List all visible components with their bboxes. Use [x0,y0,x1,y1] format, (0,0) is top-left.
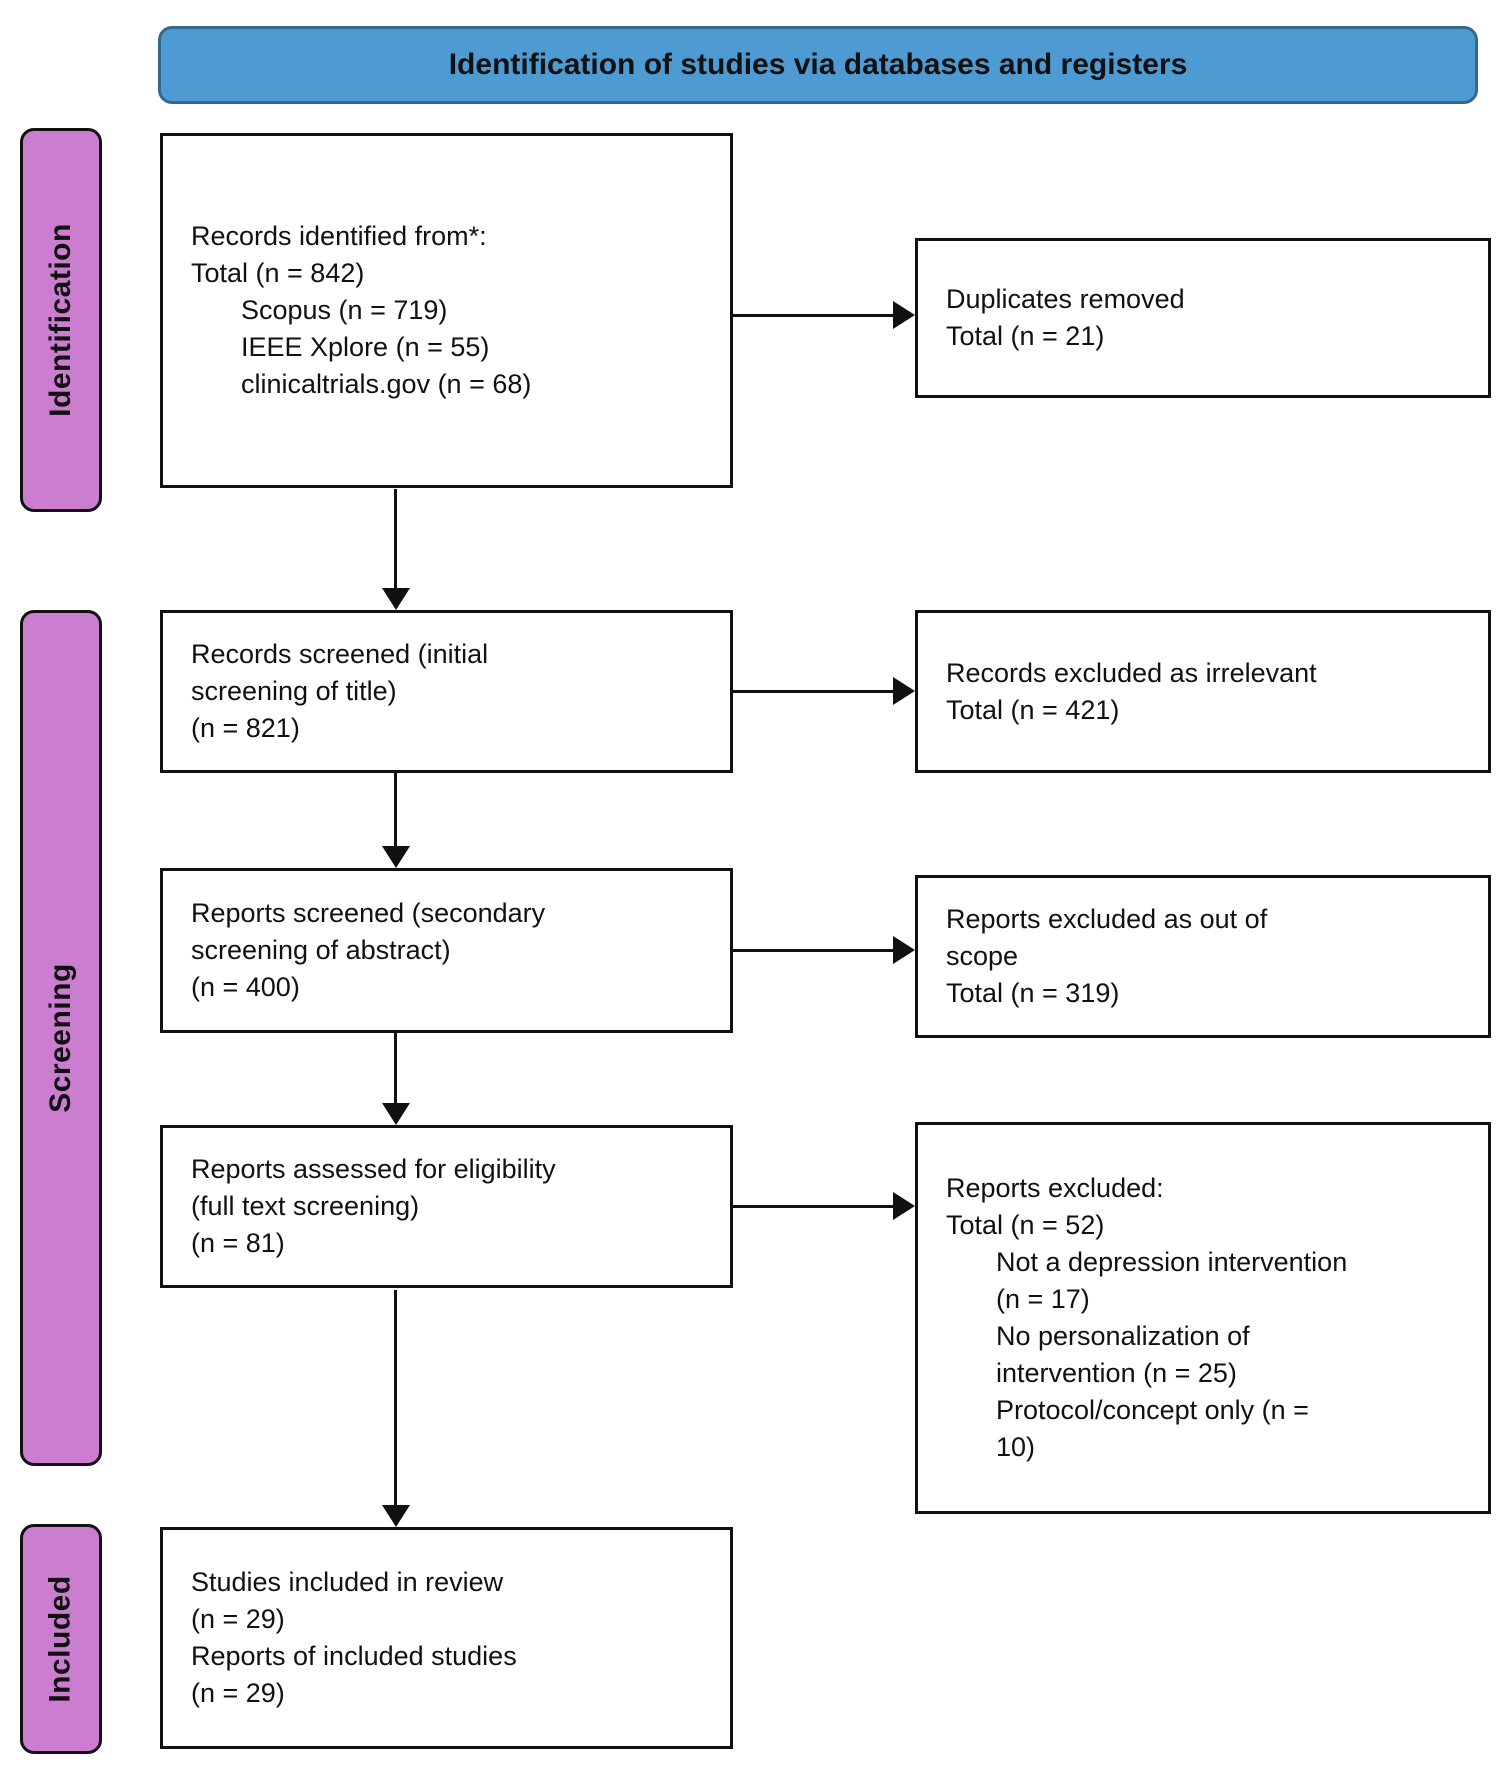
box-line: Total (n = 421) [946,694,1120,725]
box-line: Reports excluded as out of [946,904,1268,934]
arrow-line [394,489,397,588]
box-line: Duplicates removed [946,284,1185,314]
arrow-head-icon [893,677,915,705]
stage-label-identification-text: Identification [44,223,78,417]
box-line: Protocol/concept only (n = [996,1395,1309,1425]
box-line: (n = 821) [191,713,300,743]
box-records-screened: Records screened (initial screening of t… [160,610,733,773]
arrow-head-icon [382,588,410,610]
box-line: (n = 29) [191,1678,285,1708]
box-line: clinicaltrials.gov (n = 68) [241,369,532,399]
box-line: Studies included in review [191,1567,504,1597]
arrow-line [394,1290,397,1505]
box-reports-assessed: Reports assessed for eligibility (full t… [160,1125,733,1288]
arrow-head-icon [382,846,410,868]
box-line: IEEE Xplore (n = 55) [241,332,490,362]
header-title: Identification of studies via databases … [448,48,1188,81]
stage-label-screening: Screening [20,610,102,1466]
arrow-head-icon [893,301,915,329]
box-studies-included: Studies included in review (n = 29) Repo… [160,1527,733,1749]
box-line: 10) [996,1432,1036,1462]
arrow-line [733,314,893,317]
box-line: Scopus (n = 719) [241,295,448,325]
box-line: Total (n = 21) [946,321,1105,351]
box-line: scope [946,941,1019,971]
box-line: Total (n = 52) [946,1210,1105,1240]
box-line: (n = 17) [996,1284,1090,1314]
stage-label-screening-text: Screening [44,963,77,1113]
arrow-line [394,773,397,846]
box-line: Reports assessed for eligibility [191,1154,556,1184]
arrow-line [733,690,893,693]
box-line: screening of abstract) [191,935,451,965]
arrow-head-icon [382,1505,410,1527]
box-line: Records excluded as irrelevant [946,657,1317,688]
arrow-line [394,1033,397,1103]
box-line: No personalization of [996,1321,1250,1351]
arrow-head-icon [382,1103,410,1125]
box-line: Records screened (initial [191,639,489,669]
box-line: Reports excluded: [946,1173,1164,1203]
box-line: Total (n = 842) [191,258,365,288]
box-records-identified: Records identified from*: Total (n = 842… [160,133,733,488]
box-records-excluded: Records excluded as irrelevant Total (n … [915,610,1491,773]
box-line: screening of title) [191,676,397,706]
arrow-head-icon [893,936,915,964]
box-reports-screened: Reports screened (secondary screening of… [160,868,733,1033]
box-duplicates-removed: Duplicates removed Total (n = 21) [915,238,1491,398]
stage-label-identification: Identification [20,128,102,512]
arrow-line [733,1205,893,1208]
box-line: Reports screened (secondary [191,898,546,928]
box-line: (n = 81) [191,1228,285,1258]
box-line: (n = 400) [191,972,300,1002]
box-line: Total (n = 319) [946,978,1120,1008]
box-line: (n = 29) [191,1604,285,1634]
box-line: (full text screening) [191,1191,420,1221]
box-reports-excluded: Reports excluded: Total (n = 52) Not a d… [915,1122,1491,1514]
stage-label-included: Included [20,1524,102,1754]
box-line: Not a depression intervention [996,1247,1348,1277]
header-banner: Identification of studies via databases … [158,26,1478,104]
box-line: intervention (n = 25) [996,1358,1237,1388]
box-line: Reports of included studies [191,1641,517,1671]
arrow-head-icon [893,1192,915,1220]
stage-label-included-text: Included [44,1575,77,1703]
arrow-line [733,949,893,952]
box-reports-out-of-scope: Reports excluded as out of scope Total (… [915,875,1491,1038]
box-line: Records identified from*: [191,221,487,251]
